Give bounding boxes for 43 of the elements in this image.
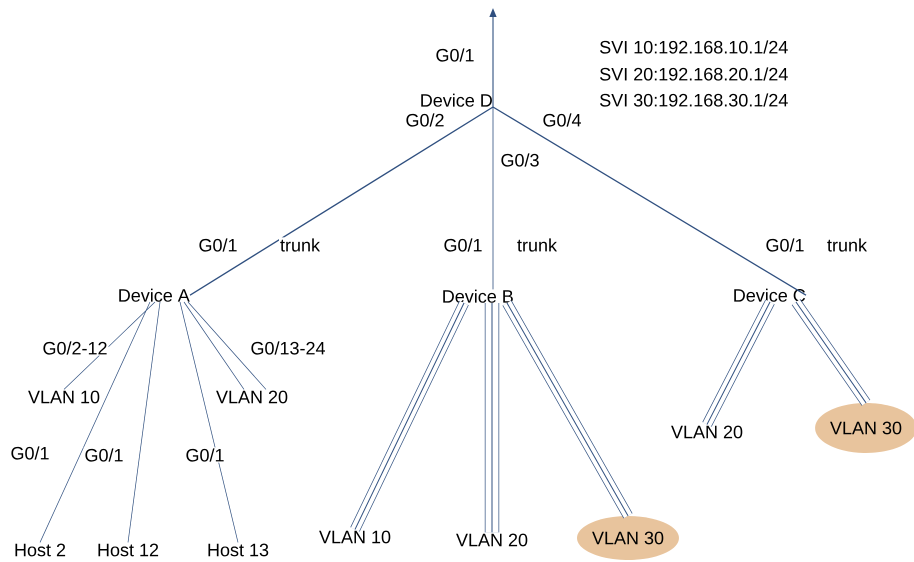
port-label: G0/1 bbox=[198, 237, 239, 253]
link-bundle bbox=[792, 299, 870, 406]
vlan-label: VLAN 20 bbox=[671, 426, 742, 438]
link-line bbox=[492, 106, 806, 296]
link-line bbox=[180, 302, 238, 543]
link-bundle bbox=[502, 300, 633, 518]
ip-label: SVI 10:192.168.10.1/24 bbox=[598, 39, 790, 55]
host-label: Host 12 bbox=[98, 544, 158, 556]
trunk-label: trunk bbox=[516, 237, 558, 253]
port-label: G0/1 bbox=[442, 237, 484, 253]
link-line bbox=[492, 106, 494, 290]
vlan-label: VLAN 20 bbox=[216, 390, 288, 404]
link-line bbox=[40, 302, 150, 543]
device-label: Device D bbox=[421, 94, 492, 107]
port-label: G0/3 bbox=[500, 152, 541, 168]
device-label: Device A bbox=[119, 288, 190, 302]
ip-label: SVI 30:192.168.30.1/24 bbox=[598, 92, 790, 108]
device-label: Device B bbox=[443, 290, 513, 303]
link-line bbox=[64, 302, 156, 390]
vlan-label: VLAN 10 bbox=[319, 530, 390, 544]
port-label: G0/2 bbox=[404, 112, 446, 128]
trunk-label: trunk bbox=[826, 237, 868, 253]
link-bundle bbox=[484, 302, 500, 533]
host-label: Host 2 bbox=[15, 544, 66, 556]
port-label: G0/1 bbox=[434, 47, 476, 63]
link-bundle bbox=[702, 300, 775, 427]
link-line bbox=[188, 302, 266, 390]
port-label: G0/4 bbox=[542, 112, 583, 128]
ip-label: SVI 20:192.168.20.1/24 bbox=[598, 66, 790, 82]
link-line bbox=[128, 302, 160, 543]
link-line bbox=[184, 302, 244, 390]
port-label: G0/1 bbox=[184, 447, 226, 463]
trunk-label: trunk bbox=[279, 237, 322, 253]
vlan-label: VLAN 10 bbox=[28, 390, 100, 404]
port-label: G0/13-24 bbox=[249, 340, 327, 356]
port-label: G0/2-12 bbox=[42, 340, 109, 356]
link-bundle bbox=[350, 300, 469, 532]
link-line bbox=[190, 106, 494, 296]
vlan-label: VLAN 20 bbox=[456, 534, 528, 546]
port-label: G0/1 bbox=[10, 445, 51, 461]
host-label: Host 13 bbox=[208, 544, 268, 556]
port-label: G0/1 bbox=[84, 447, 125, 463]
port-label: G0/1 bbox=[764, 237, 806, 253]
